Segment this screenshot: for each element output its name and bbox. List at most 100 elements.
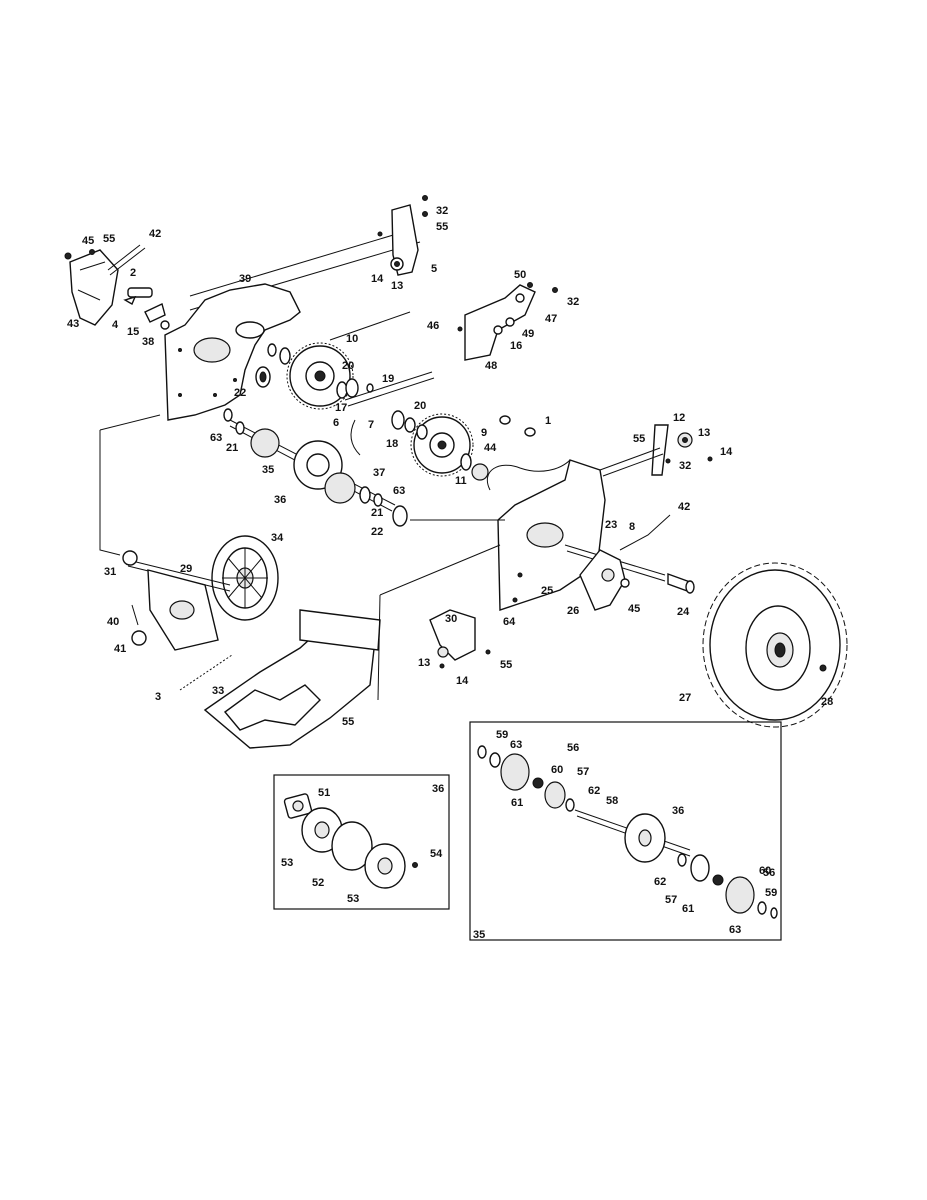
callout-62: 62 bbox=[654, 876, 666, 888]
callout-42: 42 bbox=[678, 501, 690, 513]
callout-2: 2 bbox=[130, 267, 136, 279]
callout-39: 39 bbox=[239, 273, 251, 285]
callout-4: 4 bbox=[112, 319, 119, 331]
assembly-guide-lines bbox=[99, 311, 505, 701]
callout-36: 36 bbox=[432, 783, 444, 795]
callout-26: 26 bbox=[567, 605, 579, 617]
callout-45: 45 bbox=[628, 603, 640, 615]
callout-31: 31 bbox=[104, 566, 116, 578]
callout-28: 28 bbox=[821, 696, 833, 708]
inset-box-axle-assembly bbox=[469, 721, 782, 941]
callout-49: 49 bbox=[522, 328, 534, 340]
callout-46: 46 bbox=[427, 320, 439, 332]
shift-rod-left bbox=[107, 244, 146, 276]
callout-40: 40 bbox=[107, 616, 119, 628]
callout-61: 61 bbox=[682, 903, 694, 915]
callout-32: 32 bbox=[679, 460, 691, 472]
bottom-cover-plate bbox=[203, 609, 381, 749]
callout-32: 32 bbox=[567, 296, 579, 308]
callout-21: 21 bbox=[226, 442, 238, 454]
callout-36: 36 bbox=[274, 494, 286, 506]
callout-35: 35 bbox=[262, 464, 274, 476]
callout-17: 17 bbox=[335, 402, 347, 414]
small-plugs bbox=[499, 415, 536, 437]
wheel-tire bbox=[702, 562, 848, 728]
callout-1: 1 bbox=[545, 415, 551, 427]
callout-36: 36 bbox=[672, 805, 684, 817]
callout-48: 48 bbox=[485, 360, 497, 372]
callout-9: 9 bbox=[481, 427, 487, 439]
callout-56: 56 bbox=[567, 742, 579, 754]
callout-3: 3 bbox=[155, 691, 161, 703]
callout-64: 64 bbox=[503, 616, 516, 628]
callout-21: 21 bbox=[371, 507, 383, 519]
callout-37: 37 bbox=[373, 467, 385, 479]
callout-25: 25 bbox=[541, 585, 553, 597]
callout-15: 15 bbox=[127, 326, 139, 338]
axle-assembly-parts bbox=[477, 745, 778, 919]
callout-43: 43 bbox=[67, 318, 79, 330]
callout-63: 63 bbox=[393, 485, 405, 497]
callout-50: 50 bbox=[514, 269, 526, 281]
differential-axle-assembly bbox=[223, 408, 408, 527]
callout-63: 63 bbox=[729, 924, 741, 936]
callout-55: 55 bbox=[342, 716, 354, 728]
callout-59: 59 bbox=[765, 887, 777, 899]
left-housing-bracket bbox=[64, 249, 119, 326]
right-top-bracket bbox=[599, 424, 713, 477]
callout-55: 55 bbox=[436, 221, 448, 233]
friction-plate-bracket bbox=[122, 550, 233, 691]
callout-14: 14 bbox=[720, 446, 733, 458]
hub-assembly-parts bbox=[283, 793, 418, 889]
callout-18: 18 bbox=[386, 438, 398, 450]
callout-5: 5 bbox=[431, 263, 437, 275]
axle-spacer bbox=[667, 573, 695, 594]
bearing-upper bbox=[255, 366, 271, 388]
callout-41: 41 bbox=[114, 643, 126, 655]
right-side-plate bbox=[497, 459, 606, 611]
callout-12: 12 bbox=[673, 412, 685, 424]
callout-14: 14 bbox=[371, 273, 384, 285]
callout-57: 57 bbox=[577, 766, 589, 778]
callout-34: 34 bbox=[271, 532, 284, 544]
callout-7: 7 bbox=[368, 419, 374, 431]
callout-63: 63 bbox=[210, 432, 222, 444]
callout-33: 33 bbox=[212, 685, 224, 697]
shift-bracket bbox=[457, 282, 558, 361]
callout-38: 38 bbox=[142, 336, 154, 348]
callout-47: 47 bbox=[545, 313, 557, 325]
callout-27: 27 bbox=[679, 692, 691, 704]
callout-44: 44 bbox=[484, 442, 497, 454]
gear-large-upper bbox=[286, 342, 354, 410]
callout-58: 58 bbox=[606, 795, 618, 807]
callout-14: 14 bbox=[456, 675, 469, 687]
callout-45: 45 bbox=[82, 235, 94, 247]
inset-box-hub-assembly bbox=[273, 774, 450, 910]
callout-30: 30 bbox=[445, 613, 457, 625]
right-cable bbox=[619, 514, 671, 551]
washers-upper bbox=[267, 343, 374, 399]
callout-22: 22 bbox=[234, 387, 246, 399]
callout-53: 53 bbox=[347, 893, 359, 905]
callout-19: 19 bbox=[382, 373, 394, 385]
callout-60: 60 bbox=[551, 764, 563, 776]
callout-55: 55 bbox=[103, 233, 115, 245]
callout-8: 8 bbox=[629, 521, 635, 533]
callout-51: 51 bbox=[318, 787, 330, 799]
drive-pulley bbox=[211, 535, 279, 621]
gear-mid bbox=[410, 413, 489, 481]
top-pivot-bracket bbox=[377, 195, 428, 276]
callout-16: 16 bbox=[510, 340, 522, 352]
callout-13: 13 bbox=[391, 280, 403, 292]
callout-55: 55 bbox=[500, 659, 512, 671]
callout-23: 23 bbox=[605, 519, 617, 531]
callout-63: 63 bbox=[510, 739, 522, 751]
callout-24: 24 bbox=[677, 606, 690, 618]
callout-55: 55 bbox=[633, 433, 645, 445]
callout-42: 42 bbox=[149, 228, 161, 240]
callout-13: 13 bbox=[698, 427, 710, 439]
callout-60: 60 bbox=[759, 865, 771, 877]
callout-6: 6 bbox=[333, 417, 339, 429]
